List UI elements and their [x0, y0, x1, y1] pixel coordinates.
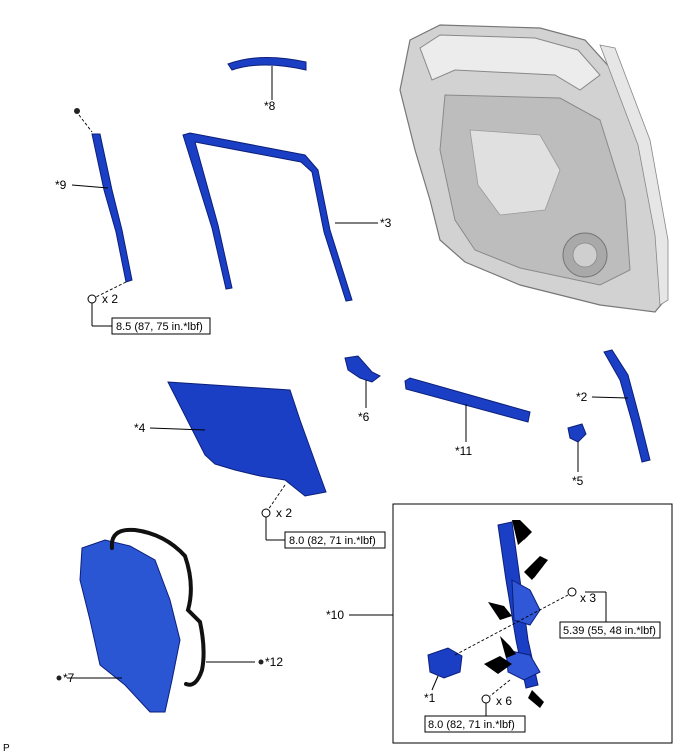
part-6-bracket: [344, 355, 381, 408]
label-part-4: *4: [134, 421, 146, 435]
torque-part-10-b: 8.0 (82, 71 in.*lbf): [428, 719, 515, 731]
qty-part-10-b: x 6: [496, 694, 512, 708]
torque-part-4: 8.0 (82, 71 in.*lbf): [289, 535, 376, 547]
torque-box-part-9: [111, 317, 211, 335]
qty-part-10-a: x 3: [580, 591, 596, 605]
part-7-service-cover: [56, 539, 181, 713]
torque-part-10-a: 5.39 (55, 48 in.*lbf): [563, 625, 656, 637]
qty-part-9: x 2: [102, 292, 118, 306]
part-9-division-bar: [71, 108, 133, 327]
label-part-2: *2: [576, 390, 588, 404]
label-part-7: *7: [63, 671, 75, 685]
qty-part-4: x 2: [276, 506, 292, 520]
label-part-6: *6: [358, 410, 370, 424]
part-11-belt-weatherstrip: [404, 377, 531, 442]
label-part-3: *3: [380, 216, 392, 230]
part-4-door-glass: [149, 381, 327, 541]
torque-box-part-10-a: [559, 621, 661, 639]
label-part-8: *8: [264, 99, 276, 113]
door-panel: [399, 24, 669, 313]
torque-box-part-10-b: [424, 715, 526, 733]
label-part-12: *12: [265, 655, 283, 669]
torque-box-part-4: [284, 531, 386, 549]
label-part-9: *9: [55, 178, 67, 192]
label-part-5: *5: [572, 474, 584, 488]
part-12-sealing-cord: [109, 527, 264, 687]
part-5-clip: [567, 423, 587, 472]
corner-mark: P: [3, 743, 10, 754]
label-part-1: *1: [424, 691, 436, 705]
torque-part-9: 8.5 (87, 75 in.*lbf): [116, 321, 203, 333]
label-part-11: *11: [455, 444, 472, 458]
part-8-weatherstrip: [227, 56, 307, 100]
label-part-10: *10: [326, 608, 344, 622]
part-2-garnish: [591, 349, 651, 463]
part-3-glass-run: [182, 132, 378, 302]
